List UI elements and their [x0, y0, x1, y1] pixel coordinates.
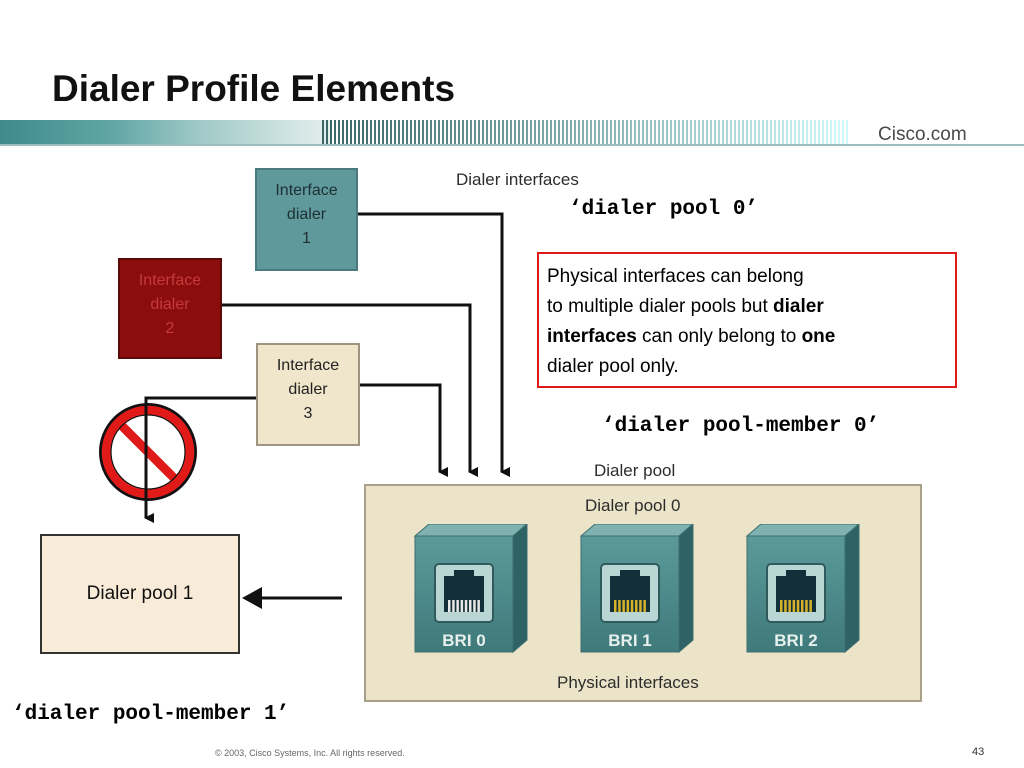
- dialer1-line3: 1: [302, 230, 311, 247]
- dialer1-line2: dialer: [286, 206, 327, 223]
- bri-port-0: BRI 0: [413, 524, 528, 654]
- cmd-dialer-pool-0: ‘dialer pool 0’: [569, 198, 759, 221]
- bri-label-2: BRI 2: [774, 631, 817, 650]
- dialer-interfaces-label: Dialer interfaces: [456, 170, 579, 189]
- dialer3-line1: Interface: [276, 357, 340, 374]
- cmd-pool-member-0: ‘dialer pool-member 0’: [602, 415, 880, 438]
- copyright-footer: © 2003, Cisco Systems, Inc. All rights r…: [215, 748, 405, 758]
- bri-port-1: BRI 1: [579, 524, 694, 654]
- dialer-pool-label: Dialer pool: [594, 461, 676, 480]
- interface-dialer-3: Interface dialer 3: [256, 343, 360, 446]
- interface-dialer-1: Interface dialer 1: [255, 168, 358, 271]
- note-text-5: can only belong to: [636, 326, 802, 347]
- connector-dialer2: [222, 303, 478, 477]
- dialer2-line2: dialer: [150, 296, 190, 313]
- physical-interfaces-label: Physical interfaces: [557, 673, 699, 692]
- dialer3-line3: 3: [303, 405, 313, 422]
- dialer2-line1: Interface: [138, 272, 202, 289]
- note-text-1: Physical interfaces can belong: [547, 266, 804, 287]
- prohibited-icon: [99, 400, 197, 501]
- cisco-logo: Cisco.com: [878, 124, 967, 145]
- banner-stripes: [322, 120, 848, 144]
- note-box: Physical interfaces can belong to multip…: [537, 252, 957, 388]
- dialer-pool-0-label: Dialer pool 0: [585, 496, 681, 515]
- interface-dialer-2: Interface dialer 2: [118, 258, 222, 359]
- note-text-7: dialer pool only.: [547, 356, 679, 377]
- bri-port-2: BRI 2: [745, 524, 860, 654]
- dialer3-line2: dialer: [288, 381, 328, 398]
- note-text-4: interfaces: [547, 326, 637, 347]
- header-banner: [0, 120, 1024, 146]
- page-title: Dialer Profile Elements: [52, 68, 456, 109]
- dialer-pool-1-box: Dialer pool 1: [40, 534, 240, 654]
- bri-label-1: BRI 1: [608, 631, 651, 650]
- bri-label-0: BRI 0: [442, 631, 485, 650]
- cmd-pool-member-1: ‘dialer pool-member 1’: [12, 703, 290, 726]
- page-number: 43: [972, 746, 985, 758]
- note-text-6: one: [801, 326, 836, 347]
- dialer2-line3: 2: [165, 320, 175, 337]
- dialer1-line1: Interface: [275, 182, 338, 199]
- connector-dialer3: [360, 383, 448, 477]
- connector-dialer1: [358, 212, 510, 477]
- note-text-2: to multiple dialer pools but: [547, 296, 774, 317]
- arrow-head-left: [242, 587, 262, 609]
- bri-ports: BRI 0 BRI 1 BRI 2: [413, 524, 860, 654]
- note-text-3: dialer: [773, 296, 824, 317]
